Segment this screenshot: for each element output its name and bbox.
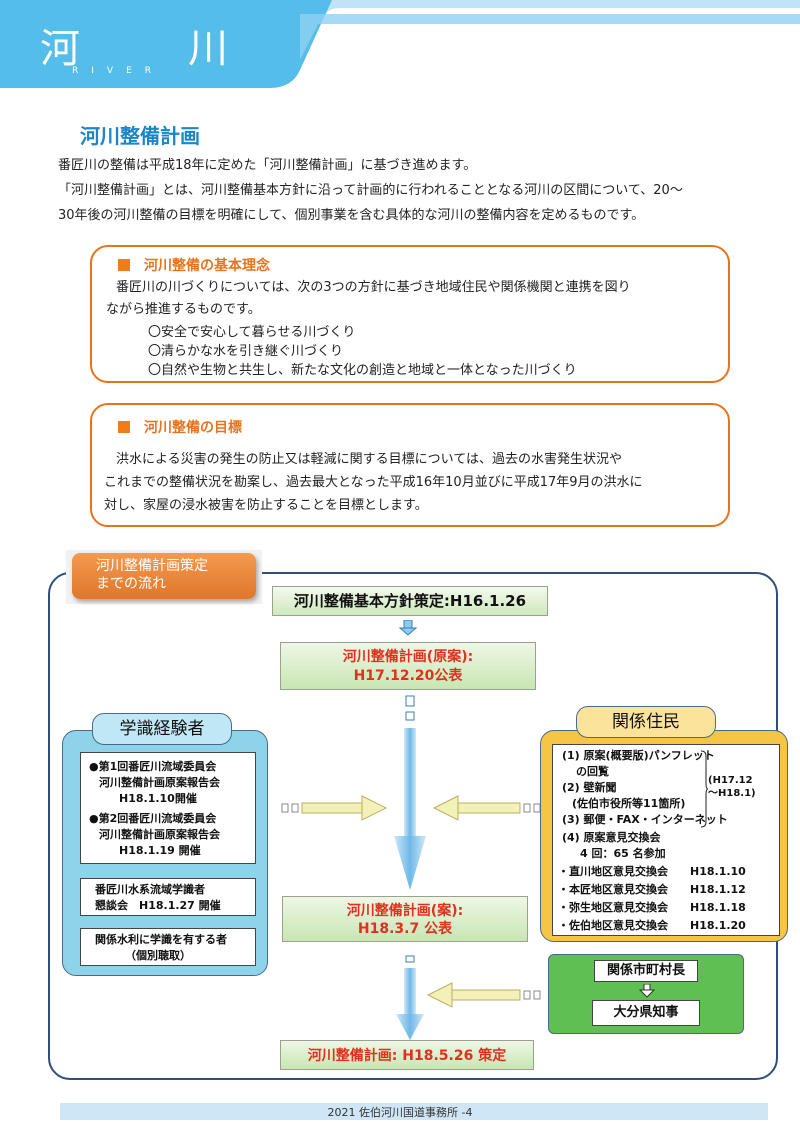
residents-list-box <box>552 744 780 936</box>
header-subtitle: RIVER <box>72 66 165 76</box>
intro-line-1: 番匠川の整備は平成18年に定めた「河川整備計画」に基づき進めます。 <box>58 158 477 173</box>
resident-item-1-line-1: (1) 原案(概要版)パンフレット <box>562 749 715 762</box>
experts-panel-line-2: 懇談会 H18.1.27 開催 <box>95 899 221 912</box>
philosophy-box: 河川整備の基本理念 番匠川の川づくりについては、次の3つの方針に基づき地域住民や… <box>90 245 730 383</box>
resident-item-4-line-1: (4) 原案意見交換会 <box>562 831 661 844</box>
philosophy-heading: 河川整備の基本理念 <box>118 255 270 275</box>
experts-meetings-box: ●第1回番匠川流域委員会 河川整備計画原案報告会 H18.1.10開催 ●第2回… <box>80 752 256 864</box>
residents-title: 関係住民 <box>576 706 716 738</box>
bracket-icon <box>700 750 708 828</box>
resident-item-4-line-2: 4 回：65 名参加 <box>580 847 666 860</box>
right-arrow-icon <box>281 795 388 821</box>
step-draft-plan: 河川整備計画(原案): H17.12.20公表 <box>280 642 536 690</box>
experts-hearing-box: 関係水利に学識を有する者 （個別聴取） <box>80 928 256 966</box>
meeting-1-sub-1: 河川整備計画原案報告会 <box>99 776 220 789</box>
footer-bar <box>60 1103 768 1120</box>
resident-period-line-2: ～H18.1) <box>708 788 756 799</box>
step-draft-plan-line-2: H17.12.20公表 <box>353 668 463 684</box>
resident-meeting-name: ・本匠地区意見交換会 <box>558 883 668 896</box>
governor-box: 大分県知事 <box>592 1000 700 1026</box>
square-bullet-icon <box>118 421 130 433</box>
experts-panel-meeting-box: 番匠川水系流域学識者 懇談会 H18.1.27 開催 <box>80 878 256 916</box>
step-plan-final-text: 河川整備計画: H18.5.26 策定 <box>307 1048 507 1064</box>
resident-period-line-1: (H17.12 <box>708 775 753 786</box>
flow-label-tab: 河川整備計画策定 までの流れ <box>72 553 256 599</box>
header-banner <box>0 0 800 88</box>
philosophy-item: 〇清らかな水を引き継ぐ川づくり <box>148 344 344 359</box>
meeting-1-sub-2: H18.1.10開催 <box>119 792 197 805</box>
municipal-box: 関係市町村長 <box>594 960 698 982</box>
experts-panel-line-1: 番匠川水系流域学識者 <box>95 883 205 896</box>
resident-item-2-line-2: (佐伯市役所等11箇所) <box>572 797 686 810</box>
meeting-1-title: ●第1回番匠川流域委員会 <box>89 760 217 773</box>
resident-meeting-date: H18.1.18 <box>690 901 746 914</box>
goal-heading: 河川整備の目標 <box>118 417 242 437</box>
flow-arrows <box>394 695 426 1040</box>
resident-period: (H17.12 ～H18.1) <box>708 774 756 800</box>
philosophy-item: 〇安全で安心して暮らせる川づくり <box>148 325 356 340</box>
philosophy-text-2: ながら推進するものです。 <box>106 302 261 317</box>
section-title: 河川整備計画 <box>80 124 200 148</box>
resident-meeting-name: ・直川地区意見交換会 <box>558 865 668 878</box>
meeting-2-sub-1: 河川整備計画原案報告会 <box>99 828 220 841</box>
flow-label-line-1: 河川整備計画策定 <box>96 558 208 574</box>
philosophy-item: 〇自然や生物と共生し、新たな文化の創造と地域と一体となった川づくり <box>148 363 577 378</box>
resident-meeting-name: ・弥生地区意見交換会 <box>558 901 668 914</box>
goal-line: 対し、家屋の浸水被害を防止することを目標とします。 <box>104 498 428 513</box>
header-title: 河 川 <box>40 26 262 72</box>
intro-line-3: 30年後の河川整備の目標を明確にして、個別事業を含む具体的な河川の整備内容を定め… <box>58 208 645 223</box>
philosophy-heading-text: 河川整備の基本理念 <box>144 258 270 274</box>
step-draft-plan-line-1: 河川整備計画(原案): <box>342 649 474 665</box>
resident-item-3: (3) 郵便・FAX・インターネット <box>562 813 728 826</box>
experts-hearing-line-1: 関係水利に学識を有する者 <box>95 933 227 946</box>
goal-box: 河川整備の目標 洪水による災害の発生の防止又は軽減に関する目標については、過去の… <box>90 403 730 527</box>
step-plan-proposal: 河川整備計画(案): H18.3.7 公表 <box>282 896 528 942</box>
meeting-2-title: ●第2回番匠川流域委員会 <box>89 812 217 825</box>
resident-item-2-line-1: (2) 壁新聞 <box>562 781 617 794</box>
square-bullet-icon <box>118 259 130 271</box>
resident-item-1-line-2: の回覧 <box>576 765 609 778</box>
philosophy-text-1: 番匠川の川づくりについては、次の3つの方針に基づき地域住民や関係機関と連携を図り <box>116 280 631 295</box>
left-arrow-icon <box>426 982 541 1008</box>
intro-line-2: 「河川整備計画」とは、河川整備基本方針に沿って計画的に行われることとなる河川の区… <box>58 183 683 198</box>
down-arrow-icon <box>398 620 418 636</box>
footer-text: 2021 佐伯河川国道事務所 -4 <box>327 1106 473 1119</box>
experts-title: 学識経験者 <box>92 713 232 745</box>
resident-meeting-date: H18.1.20 <box>690 919 746 932</box>
resident-meeting-date: H18.1.12 <box>690 883 746 896</box>
flow-label-line-2: までの流れ <box>96 576 166 592</box>
goal-line: これまでの整備状況を勘案し、過去最大となった平成16年10月並びに平成17年9月… <box>104 475 643 490</box>
meeting-2-sub-2: H18.1.19 開催 <box>119 844 201 857</box>
step-basic-policy: 河川整備基本方針策定:H16.1.26 <box>272 586 548 616</box>
left-arrow-icon <box>432 795 541 821</box>
resident-meeting-name: ・佐伯地区意見交換会 <box>558 919 668 932</box>
goal-heading-text: 河川整備の目標 <box>144 420 242 436</box>
step-plan-final: 河川整備計画: H18.5.26 策定 <box>280 1040 534 1070</box>
step-plan-proposal-line-2: H18.3.7 公表 <box>357 921 453 937</box>
resident-meeting-date: H18.1.10 <box>690 865 746 878</box>
down-arrow-icon <box>638 984 656 998</box>
goal-line: 洪水による災害の発生の防止又は軽減に関する目標については、過去の水害発生状況や <box>116 452 622 467</box>
experts-hearing-line-2: （個別聴取） <box>125 949 191 962</box>
step-plan-proposal-line-1: 河川整備計画(案): <box>346 903 464 919</box>
